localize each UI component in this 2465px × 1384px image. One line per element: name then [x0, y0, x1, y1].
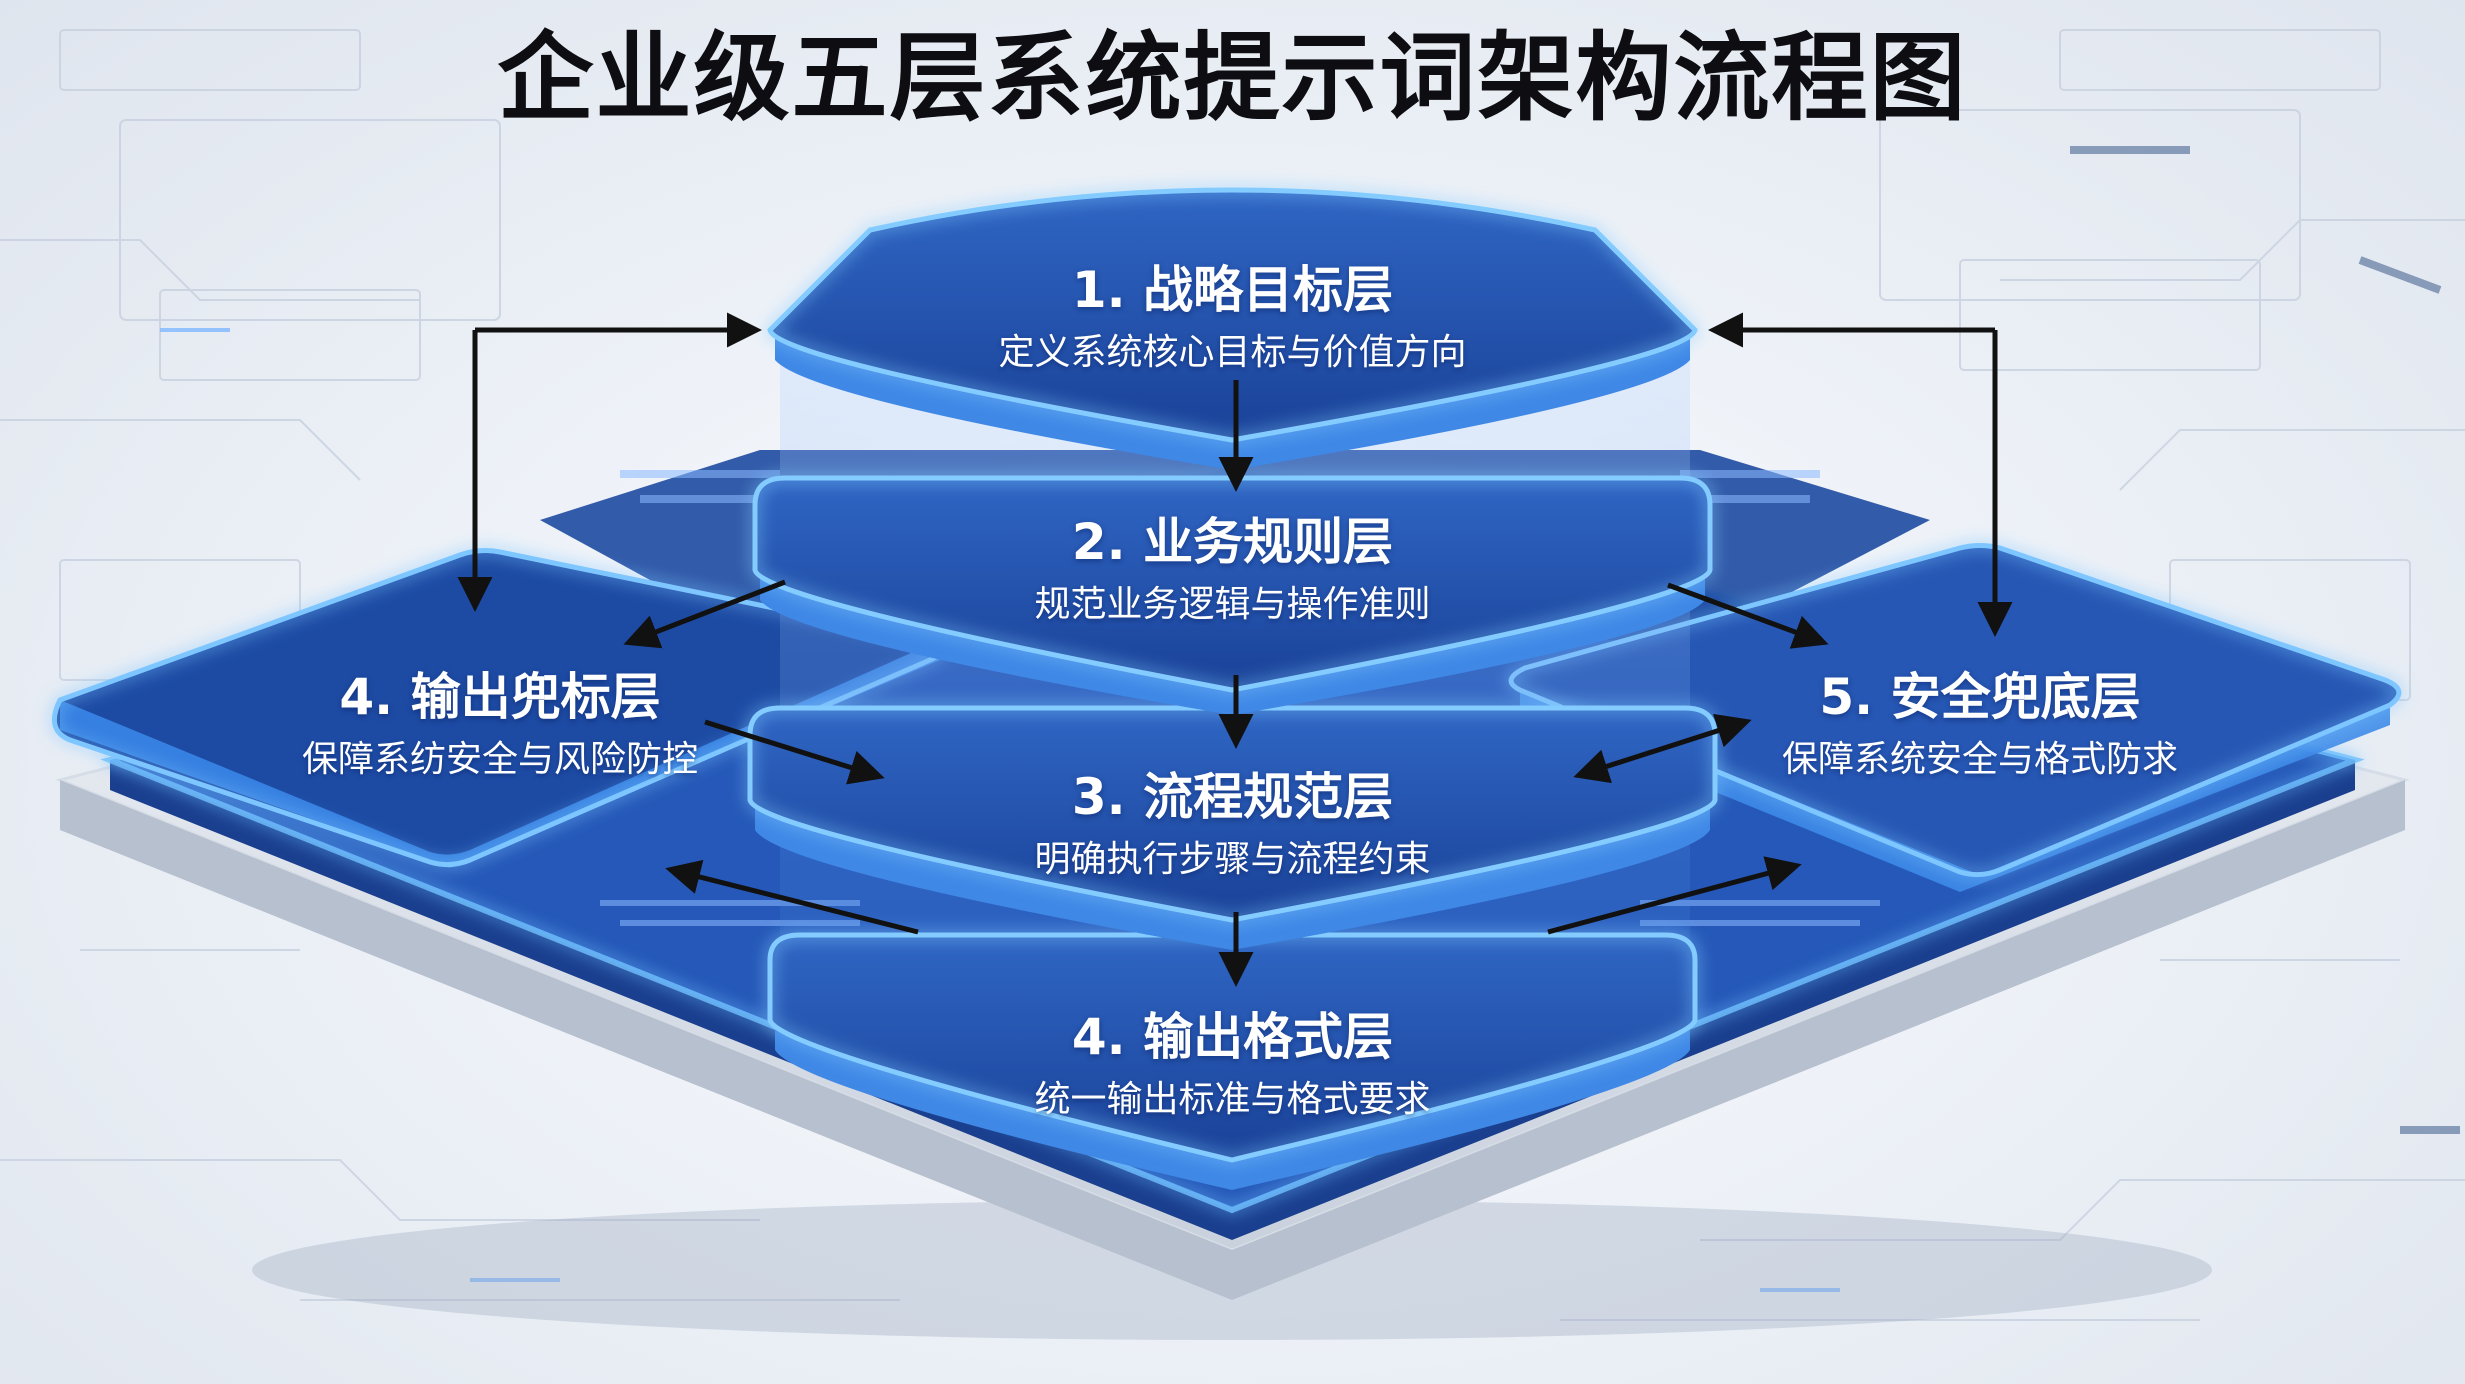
- layer-2-name: 2. 业务规则层: [1071, 513, 1394, 571]
- layer-4-name: 4. 输出格式层: [1071, 1008, 1394, 1066]
- layer-left-name: 4. 输出兜标层: [339, 668, 661, 726]
- layer-3-text: 3. 流程规范层 明确执行步骤与流程约束: [900, 765, 1565, 885]
- panel-center-2: [752, 475, 1713, 715]
- layer-2-text: 2. 业务规则层 规范业务逻辑与操作准则: [900, 510, 1565, 630]
- page-title: 企业级五层系统提示词架构流程图: [497, 22, 1968, 134]
- layer-left-text: 4. 输出兜标层 保障系纺安全与风险防控: [220, 665, 780, 785]
- panel-center-1: [767, 187, 1698, 470]
- layer-4-description: 统一输出标准与格式要求: [1034, 1079, 1431, 1120]
- layer-3-description: 明确执行步骤与流程约束: [1034, 839, 1431, 880]
- arrow-2-to-right: [1667, 582, 1829, 649]
- layer-right-description: 保障系统安全与格式防求: [1781, 739, 2178, 780]
- layer-2-description: 规范业务逻辑与操作准则: [1034, 584, 1431, 625]
- panel-center-3: [747, 705, 1718, 950]
- arrow-3-to-left: [665, 859, 919, 935]
- layer-left-description: 保障系纺安全与风险防控: [301, 739, 698, 780]
- arrow-2-to-left: [623, 579, 786, 649]
- arrow-left-to-3: [704, 719, 885, 785]
- layer-3-name: 3. 流程规范层: [1071, 768, 1394, 826]
- layer-1-name: 1. 战略目标层: [1071, 261, 1394, 319]
- layer-right-name: 5. 安全兜底层: [1819, 668, 2141, 726]
- layer-1-description: 定义系统核心目标与价值方向: [998, 332, 1467, 373]
- layer-1-text: 1. 战略目标层 定义系统核心目标与价值方向: [900, 258, 1565, 378]
- flow-arrows: [457, 312, 2013, 987]
- layer-4-text: 4. 输出格式层 统一输出标准与格式要求: [900, 1005, 1565, 1125]
- arrow-3-to-right: [1547, 856, 1802, 935]
- layer-right-text: 5. 安全兜底层 保障系统安全与格式防求: [1700, 665, 2260, 785]
- panel-center-4: [767, 932, 1698, 1190]
- arrow-3-right-bidir: [1573, 713, 1752, 784]
